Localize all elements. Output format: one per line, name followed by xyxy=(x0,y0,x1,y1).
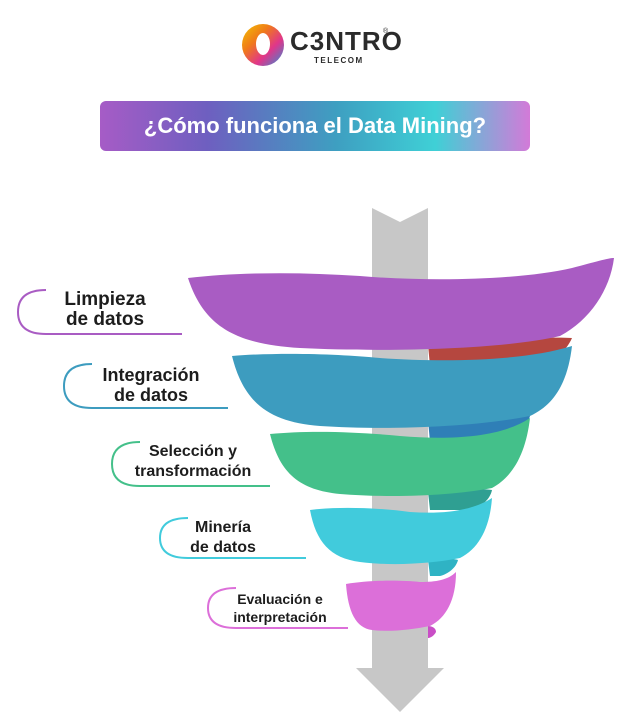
label-bracket-3 xyxy=(110,441,270,487)
step-label-1-line2: de datos xyxy=(65,309,145,330)
brand-logo: C3NTRO ® TELECOM xyxy=(240,22,403,68)
step-label-4-line1: Minería xyxy=(194,519,251,536)
step-label-3-line1: Selección y xyxy=(148,443,238,460)
step-label-2: Integración de datos xyxy=(72,365,230,405)
funnel-band-5 xyxy=(346,572,456,631)
logo-registered-mark: ® xyxy=(383,28,389,35)
page-title: ¿Cómo funciona el Data Mining? xyxy=(143,113,487,138)
step-label-5: Evaluación e interpretación xyxy=(212,590,348,626)
ribbon-fold-3 xyxy=(428,489,492,510)
label-bracket-4 xyxy=(158,517,306,559)
funnel-band-4 xyxy=(310,498,492,565)
ribbon-fold-5 xyxy=(428,626,436,638)
logo-mark-icon xyxy=(242,24,284,66)
logo-name: C3NTRO xyxy=(290,26,403,56)
title-banner: ¿Cómo funciona el Data Mining? xyxy=(100,101,530,151)
step-label-4-line2: de datos xyxy=(190,539,256,556)
ribbon-fold-4 xyxy=(428,558,458,576)
step-label-2-line2: de datos xyxy=(113,385,188,405)
step-label-1: Limpieza de datos xyxy=(30,290,180,330)
step-label-3: Selección y transformación xyxy=(112,442,274,482)
step-label-3-line2: transformación xyxy=(134,463,252,480)
step-label-2-line1: Integración xyxy=(102,365,200,385)
funnel-band-3 xyxy=(270,418,530,496)
step-label-5-line1: Evaluación e xyxy=(237,591,323,607)
funnel-band-1 xyxy=(188,258,614,350)
label-bracket-2 xyxy=(62,363,228,409)
step-label-1-line1: Limpieza xyxy=(64,289,146,310)
label-bracket-5 xyxy=(206,587,348,629)
funnel-band-2 xyxy=(232,346,572,428)
label-bracket-1 xyxy=(16,289,182,335)
step-label-5-line2: interpretación xyxy=(233,609,327,625)
step-label-4: Minería de datos xyxy=(168,518,278,558)
logo-subtitle: TELECOM xyxy=(314,56,364,65)
